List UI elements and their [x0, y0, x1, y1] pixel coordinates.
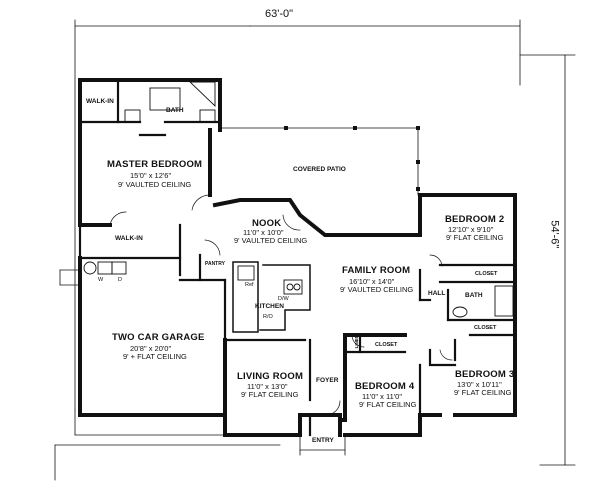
- washer-label: W: [98, 277, 104, 283]
- overall-width-label: 63'-0": [265, 8, 294, 20]
- pantry-label: PANTRY: [205, 261, 225, 267]
- bedroom4-size: 11'0" x 11'0": [362, 392, 403, 401]
- entry-porch: [54, 434, 346, 481]
- kitchen-ref-label: Ref: [245, 282, 254, 288]
- closet-b4-label: CLOSET: [375, 342, 398, 348]
- living-room-name: LIVING ROOM: [237, 371, 304, 382]
- garage-ceiling: 9' + FLAT CEILING: [123, 352, 187, 361]
- nook-ceiling: 9' VAULTED CEILING: [234, 236, 308, 245]
- bedroom2-size: 12'10" x 9'10": [448, 225, 494, 234]
- bedroom4-name: BEDROOM 4: [355, 381, 415, 392]
- patio-posts: [218, 126, 420, 191]
- master-bath-fixtures: [124, 81, 216, 123]
- entry-label: ENTRY: [312, 437, 334, 444]
- family-room-size: 16'10" x 14'0": [349, 277, 395, 286]
- bedroom2-ceiling: 9' FLAT CEILING: [446, 233, 504, 242]
- bedroom3-name: BEDROOM 3: [455, 369, 515, 380]
- bedroom4-ceiling: 9' FLAT CEILING: [359, 400, 417, 409]
- nook-size: 11'0" x 10'0": [243, 228, 284, 237]
- bedroom3-size: 13'0" x 10'11": [457, 380, 502, 389]
- linen-label: LINEN: [354, 334, 360, 349]
- bath2-label: BATH: [465, 292, 483, 299]
- door-swings: [109, 194, 453, 416]
- walk-in-mid-label: WALK-IN: [115, 235, 143, 242]
- hall-label: HALL: [428, 290, 446, 297]
- overall-depth-dimension-line: [519, 54, 576, 466]
- walk-in-top-label: WALK-IN: [86, 98, 114, 105]
- master-bedroom-name: MASTER BEDROOM: [107, 159, 203, 170]
- garage-laundry-fixtures: [83, 261, 127, 275]
- nook-name: NOOK: [252, 218, 282, 229]
- living-room-size: 11'0" x 13'0": [247, 382, 288, 391]
- overall-depth-label: 54'-6": [548, 220, 561, 249]
- kitchen-ro-label: R/O: [263, 314, 273, 320]
- living-room-ceiling: 9' FLAT CEILING: [241, 390, 299, 399]
- dryer-label: D: [118, 277, 122, 283]
- interior-walls: [78, 78, 517, 437]
- garage-size: 20'8" x 20'0": [130, 344, 172, 353]
- family-room-name: FAMILY ROOM: [342, 265, 411, 276]
- bath2-fixtures: [452, 285, 514, 318]
- covered-patio-outline: [219, 127, 419, 196]
- garage-name: TWO CAR GARAGE: [112, 332, 205, 343]
- bedroom3-ceiling: 9' FLAT CEILING: [454, 388, 512, 397]
- kitchen-name: KITCHEN: [255, 303, 284, 310]
- kitchen-fixtures: [237, 265, 303, 295]
- overall-width-dimension-line: [74, 19, 521, 411]
- foyer-label: FOYER: [316, 377, 339, 384]
- master-bath-label: BATH: [166, 107, 184, 114]
- garage-apron: [59, 269, 226, 436]
- covered-patio-label: COVERED PATIO: [293, 166, 346, 173]
- master-bedroom-size: 15'0" x 12'6": [130, 171, 172, 180]
- family-room-ceiling: 9' VAULTED CEILING: [340, 285, 414, 294]
- closet-b2-label: CLOSET: [475, 271, 498, 277]
- bedroom2-name: BEDROOM 2: [445, 214, 505, 225]
- kitchen-dw-label: D/W: [278, 296, 289, 302]
- master-bedroom-ceiling: 9' VAULTED CEILING: [118, 180, 192, 189]
- closet-b3-label: CLOSET: [474, 325, 497, 331]
